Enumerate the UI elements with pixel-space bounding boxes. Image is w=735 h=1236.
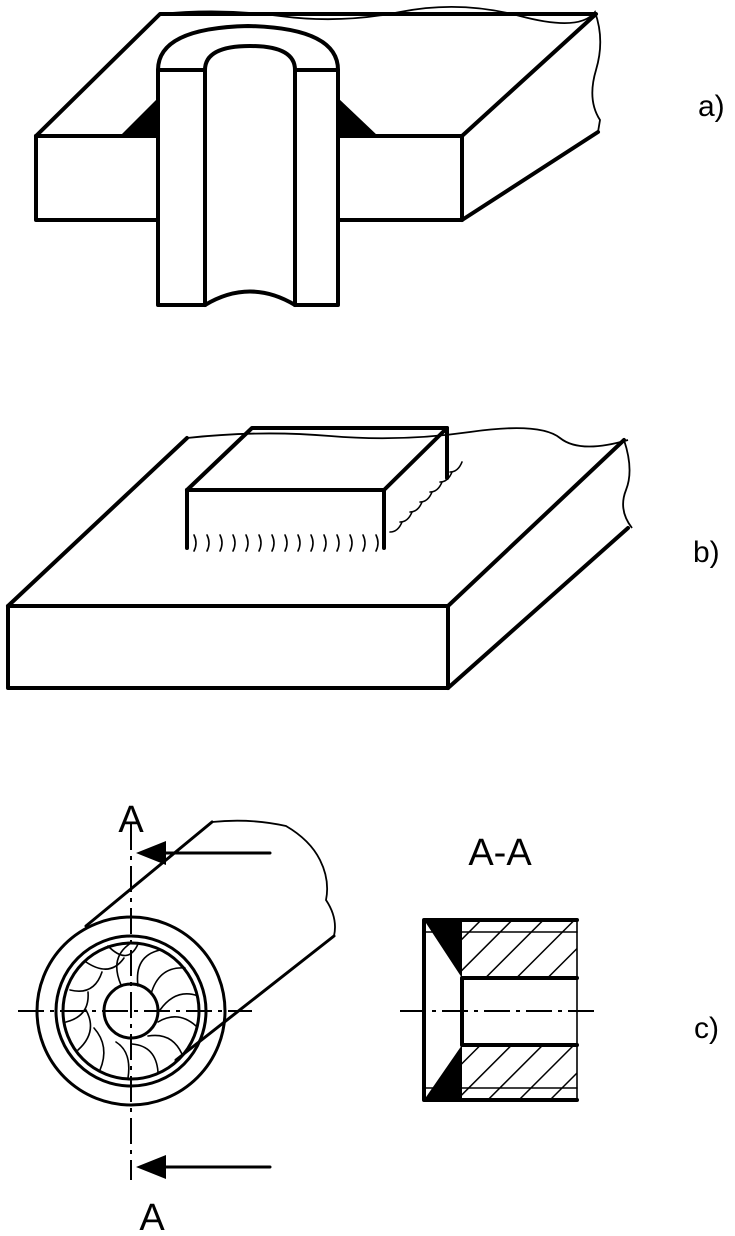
figure-b-label: b) — [693, 536, 720, 569]
section-cut-label-bottom: A — [139, 1197, 165, 1236]
figure-a-drawing — [34, 5, 602, 307]
section-view-title: A-A — [468, 832, 532, 874]
figure-c-section-view — [400, 918, 600, 1102]
figure-b-drawing — [6, 426, 633, 690]
figure-a-label: a) — [698, 90, 725, 123]
figure-c-pipe-view — [18, 819, 336, 1180]
figure-c-label: c) — [694, 1012, 719, 1045]
section-cut-label-top: A — [118, 799, 144, 841]
